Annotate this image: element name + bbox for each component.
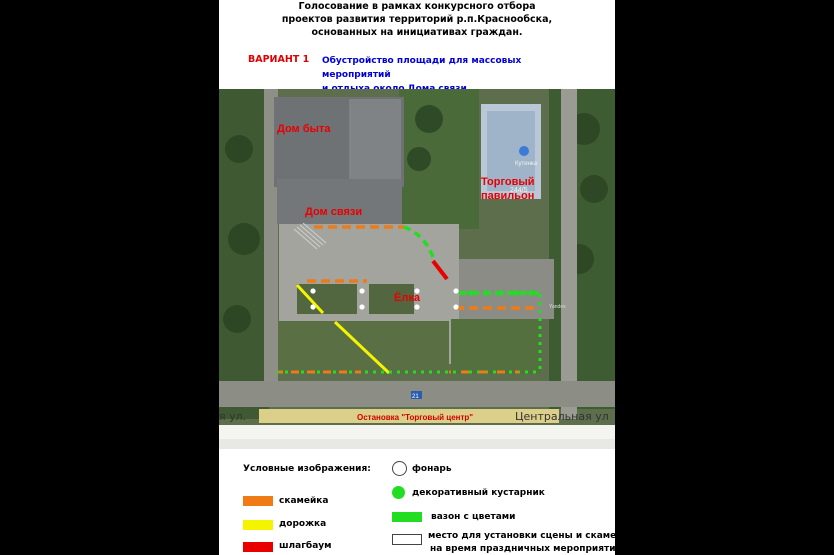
- tree: [228, 223, 260, 255]
- road-right: [561, 89, 577, 419]
- legend-bench-label: скамейка: [279, 496, 329, 506]
- title-line-3: основанных на инициативах граждан.: [311, 27, 523, 38]
- path-lower: [333, 320, 391, 375]
- shrub-icon: [498, 290, 504, 296]
- shrub-line-curve: [403, 225, 435, 258]
- map-pin-icon[interactable]: [519, 146, 529, 156]
- legend-flowerbed-swatch: [392, 512, 422, 522]
- satellite-map[interactable]: Дом быта Дом связи Торговый павильон Ёлк…: [219, 89, 615, 449]
- lamp-icon: [453, 304, 459, 310]
- lamp-icon: [414, 288, 420, 294]
- label-dom-byta: Дом быта: [277, 123, 331, 135]
- lamp-icon: [310, 304, 316, 310]
- poster-title: Голосование в рамках конкурсного отбора …: [219, 0, 615, 39]
- bus-stop-bar: [259, 409, 559, 423]
- label-address: 244/5: [510, 187, 528, 194]
- label-pavilion: павильон: [481, 190, 534, 202]
- legend-title: Условные изображения:: [243, 464, 371, 474]
- lamp-icon: [310, 288, 316, 294]
- shrub-icon: [528, 290, 534, 296]
- title-line-1: Голосование в рамках конкурсного отбора: [298, 1, 536, 12]
- lawn-right: [451, 319, 541, 374]
- label-street-right: Центральная ул: [515, 410, 609, 423]
- path-upper: [295, 283, 325, 315]
- map-bottom-strip-2: [219, 439, 615, 449]
- tree: [580, 175, 608, 203]
- tree: [415, 105, 443, 133]
- tree: [407, 147, 431, 171]
- lamp-icon: [414, 304, 420, 310]
- road-marker-top: [411, 391, 422, 399]
- lawn-bottom: [279, 321, 449, 373]
- shrub-icon: [483, 290, 489, 296]
- label-elka: Ёлка: [394, 291, 421, 304]
- legend-flowerbed-label: вазон с цветами: [431, 512, 516, 522]
- label-kutinka: Кутинка: [515, 161, 538, 167]
- stairs: [293, 222, 327, 250]
- legend-stage-swatch: [392, 534, 422, 545]
- legend-lamp-icon: [392, 461, 407, 476]
- legend: Условные изображения: скамейка дорожка ш…: [219, 450, 615, 555]
- lawn-left: [297, 284, 357, 314]
- road-marker-top-label: 21: [412, 394, 419, 400]
- lamps: [310, 288, 459, 310]
- legend-lamp-label: фонарь: [412, 464, 452, 474]
- lamp-icon: [359, 288, 365, 294]
- legend-shrub-icon: [392, 486, 405, 499]
- legend-stage-label-1: место для установки сцены и скамеек: [428, 531, 615, 541]
- label-torgovy: Торговый: [481, 176, 535, 188]
- building-dom-byta-wing: [349, 99, 401, 184]
- lawn-center: [369, 284, 414, 314]
- shrubs: [468, 290, 534, 296]
- legend-path-swatch: [243, 520, 273, 530]
- legend-path-label: дорожка: [279, 519, 327, 529]
- barrier: [431, 259, 449, 281]
- building-dom-svyazi: [277, 179, 402, 224]
- title-line-2: проектов развития территорий р.п.Красноо…: [281, 14, 553, 25]
- poster-sheet: Голосование в рамках конкурсного отбора …: [219, 0, 615, 555]
- label-bus-stop: Остановка "Торговый центр": [357, 413, 473, 422]
- shrub-icon: [513, 290, 519, 296]
- label-dom-svyazi: Дом связи: [305, 206, 362, 218]
- shrub-icon: [468, 290, 474, 296]
- label-street-left: я ул.: [219, 410, 246, 423]
- variant-label: ВАРИАНТ 1: [248, 54, 310, 65]
- lamp-icon: [453, 288, 459, 294]
- tree: [223, 305, 251, 333]
- legend-barrier-label: шлагбаум: [279, 541, 332, 551]
- label-yandex: Yandex: [549, 304, 566, 310]
- legend-stage-label-2: на время праздничных мероприятий: [430, 544, 615, 554]
- legend-barrier-swatch: [243, 542, 273, 552]
- description-line-1: Обустройство площади для массовых меропр…: [322, 56, 522, 80]
- legend-shrub-label: декоративный кустарник: [412, 488, 545, 498]
- tree: [225, 135, 253, 163]
- legend-bench-swatch: [243, 496, 273, 506]
- lamp-icon: [359, 304, 365, 310]
